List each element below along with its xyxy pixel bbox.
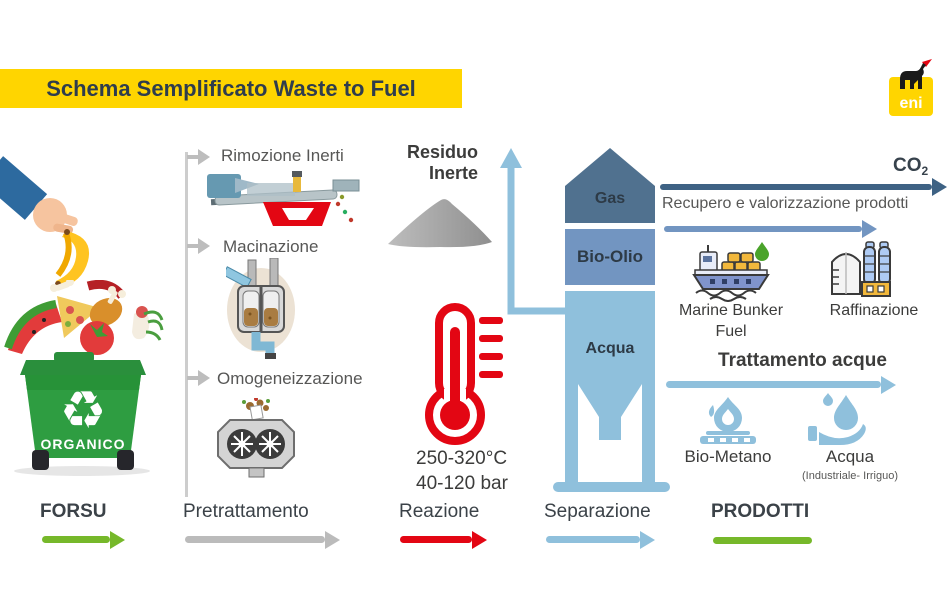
grinder-machine-icon [226, 258, 295, 359]
refining-label: Raffinazione [829, 302, 919, 319]
water-label: Acqua [825, 447, 875, 466]
column-bio-olio-section [565, 229, 655, 285]
separazione-stage-arrow [546, 536, 640, 543]
bin-label: ORGANICO [41, 436, 126, 452]
stage-label-prodotti: PRODOTTI [711, 501, 810, 522]
step-label-macinazione: Macinazione [223, 237, 319, 256]
water-hand-icon [808, 393, 866, 445]
acqua-section-label: Acqua [585, 340, 635, 357]
water-sublabel: (Industriale- Irriguo) [802, 470, 898, 482]
branch-arrow-1 [187, 155, 198, 159]
residue-label: Residuo Inerte [406, 142, 478, 183]
forsu-stage-arrow [42, 536, 110, 543]
stage-label-pretrattamento: Pretrattamento [183, 501, 309, 522]
co2-arrow [660, 184, 932, 190]
recovery-note: Recupero e valorizzazione prodotti [662, 195, 909, 212]
refinery-icon [831, 241, 891, 297]
gas-recycle-up-arrow [500, 148, 565, 315]
inert-removal-machine-icon [207, 171, 360, 226]
bio-olio-section-label: Bio-Olio [576, 247, 644, 266]
gas-section-label: Gas [594, 190, 626, 207]
organic-waste-bin-icon: ♻ ORGANICO [4, 280, 164, 476]
column-acqua-section [553, 291, 670, 492]
stage-label-forsu: FORSU [40, 501, 107, 522]
step-label-omogeneizzazione: Omogeneizzazione [217, 369, 363, 388]
column-gas-section [565, 148, 655, 223]
eni-logo-text: eni [899, 95, 923, 112]
prodotti-stage-line [713, 537, 812, 544]
pressure-label: 40-120 bar [416, 473, 508, 494]
bio-oil-arrow [664, 226, 862, 232]
branch-arrow-2 [187, 244, 198, 248]
stage-label-separazione: Separazione [544, 501, 651, 522]
homogenizer-machine-icon [217, 398, 295, 478]
hand-dropping-banana-icon [0, 156, 90, 288]
thermometer-icon [425, 303, 503, 445]
biomethane-flame-icon [700, 397, 756, 444]
step-label-rimozione-inerti: Rimozione Inerti [221, 146, 344, 165]
water-treatment-label: Trattamento acque [718, 350, 887, 371]
page-title: Schema Semplificato Waste to Fuel [46, 76, 416, 101]
branch-arrow-3 [187, 376, 198, 380]
eni-dog-icon [900, 59, 932, 89]
pretrattamento-stage-arrow [185, 536, 325, 543]
biomethane-label: Bio-Metano [684, 447, 772, 466]
water-treatment-arrow [666, 381, 881, 388]
temperature-label: 250-320°C [416, 448, 508, 469]
title-banner: Schema Semplificato Waste to Fuel [0, 69, 462, 108]
stage-label-reazione: Reazione [399, 501, 480, 522]
reazione-stage-arrow [400, 536, 472, 543]
pretreatment-rail-line [185, 152, 188, 497]
inert-residue-pile-icon [388, 199, 492, 248]
marine-bunker-fuel-label: Marine Bunker Fuel [678, 302, 784, 340]
recycle-symbol-icon: ♻ [60, 382, 107, 440]
eni-logo: eni [888, 59, 934, 116]
co2-label: CO2 [893, 155, 929, 178]
marine-ship-icon [692, 242, 770, 302]
